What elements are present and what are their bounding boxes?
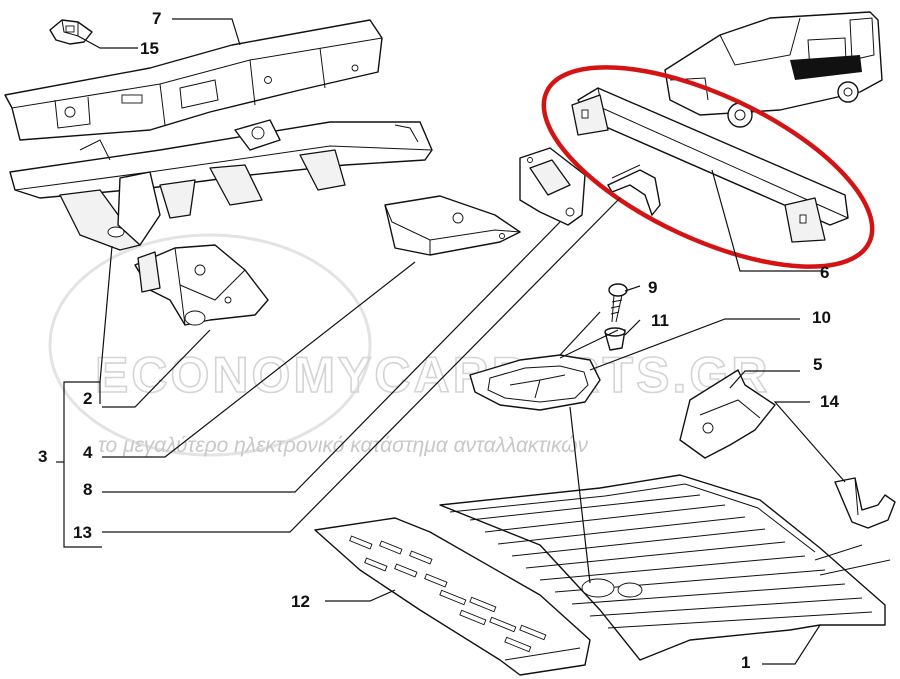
- callout-13: 13: [73, 523, 92, 542]
- part-8-bracket[interactable]: [519, 147, 586, 226]
- callout-12: 12: [291, 592, 310, 611]
- callout-8: 8: [83, 480, 92, 499]
- highlight-ring: [541, 65, 875, 269]
- part-12-floor-strip[interactable]: [314, 517, 591, 676]
- part-10-gasket[interactable]: [469, 354, 601, 411]
- callout-2: 2: [83, 389, 92, 408]
- callout-15: 15: [140, 39, 159, 58]
- part-5-panel[interactable]: [679, 369, 776, 459]
- callout-9: 9: [648, 278, 657, 297]
- callout-14: 14: [820, 392, 839, 411]
- part-13-loop-bracket[interactable]: [607, 164, 661, 217]
- vehicle-illustration: [664, 11, 883, 128]
- watermark-brand: ECONOMYCARPARTS.GR: [95, 347, 770, 403]
- callout-6: 6: [820, 263, 829, 282]
- callout-3: 3: [38, 447, 47, 466]
- part-1-floor-panel[interactable]: [439, 474, 891, 661]
- callout-4: 4: [83, 443, 93, 462]
- callout-7: 7: [152, 9, 161, 28]
- part-12-slots: [349, 535, 547, 653]
- part-4-plate[interactable]: [384, 195, 521, 256]
- watermark: ECONOMYCARPARTS.GR το μεγαλύτερο ηλεκτρο…: [48, 233, 770, 457]
- part-7-rail[interactable]: [4, 19, 383, 141]
- part-2-bracket[interactable]: [134, 244, 269, 326]
- part-3-frame-assembly[interactable]: [9, 119, 433, 251]
- callout-10: 10: [812, 308, 831, 327]
- part-9-screw[interactable]: [608, 283, 628, 323]
- callout-11: 11: [651, 311, 669, 330]
- part-14-strap[interactable]: [834, 477, 896, 529]
- leader-lines: [56, 18, 846, 665]
- callout-1: 1: [741, 653, 750, 672]
- callout-5: 5: [813, 355, 822, 374]
- part-6-crossmember[interactable]: [516, 27, 900, 308]
- callout-labels: 7 15 6 9 11 10 5 14 2 3 4 8 13 12 1: [38, 9, 839, 672]
- watermark-tagline: το μεγαλύτερο ηλεκτρονικό κατάστημα αντα…: [98, 434, 589, 457]
